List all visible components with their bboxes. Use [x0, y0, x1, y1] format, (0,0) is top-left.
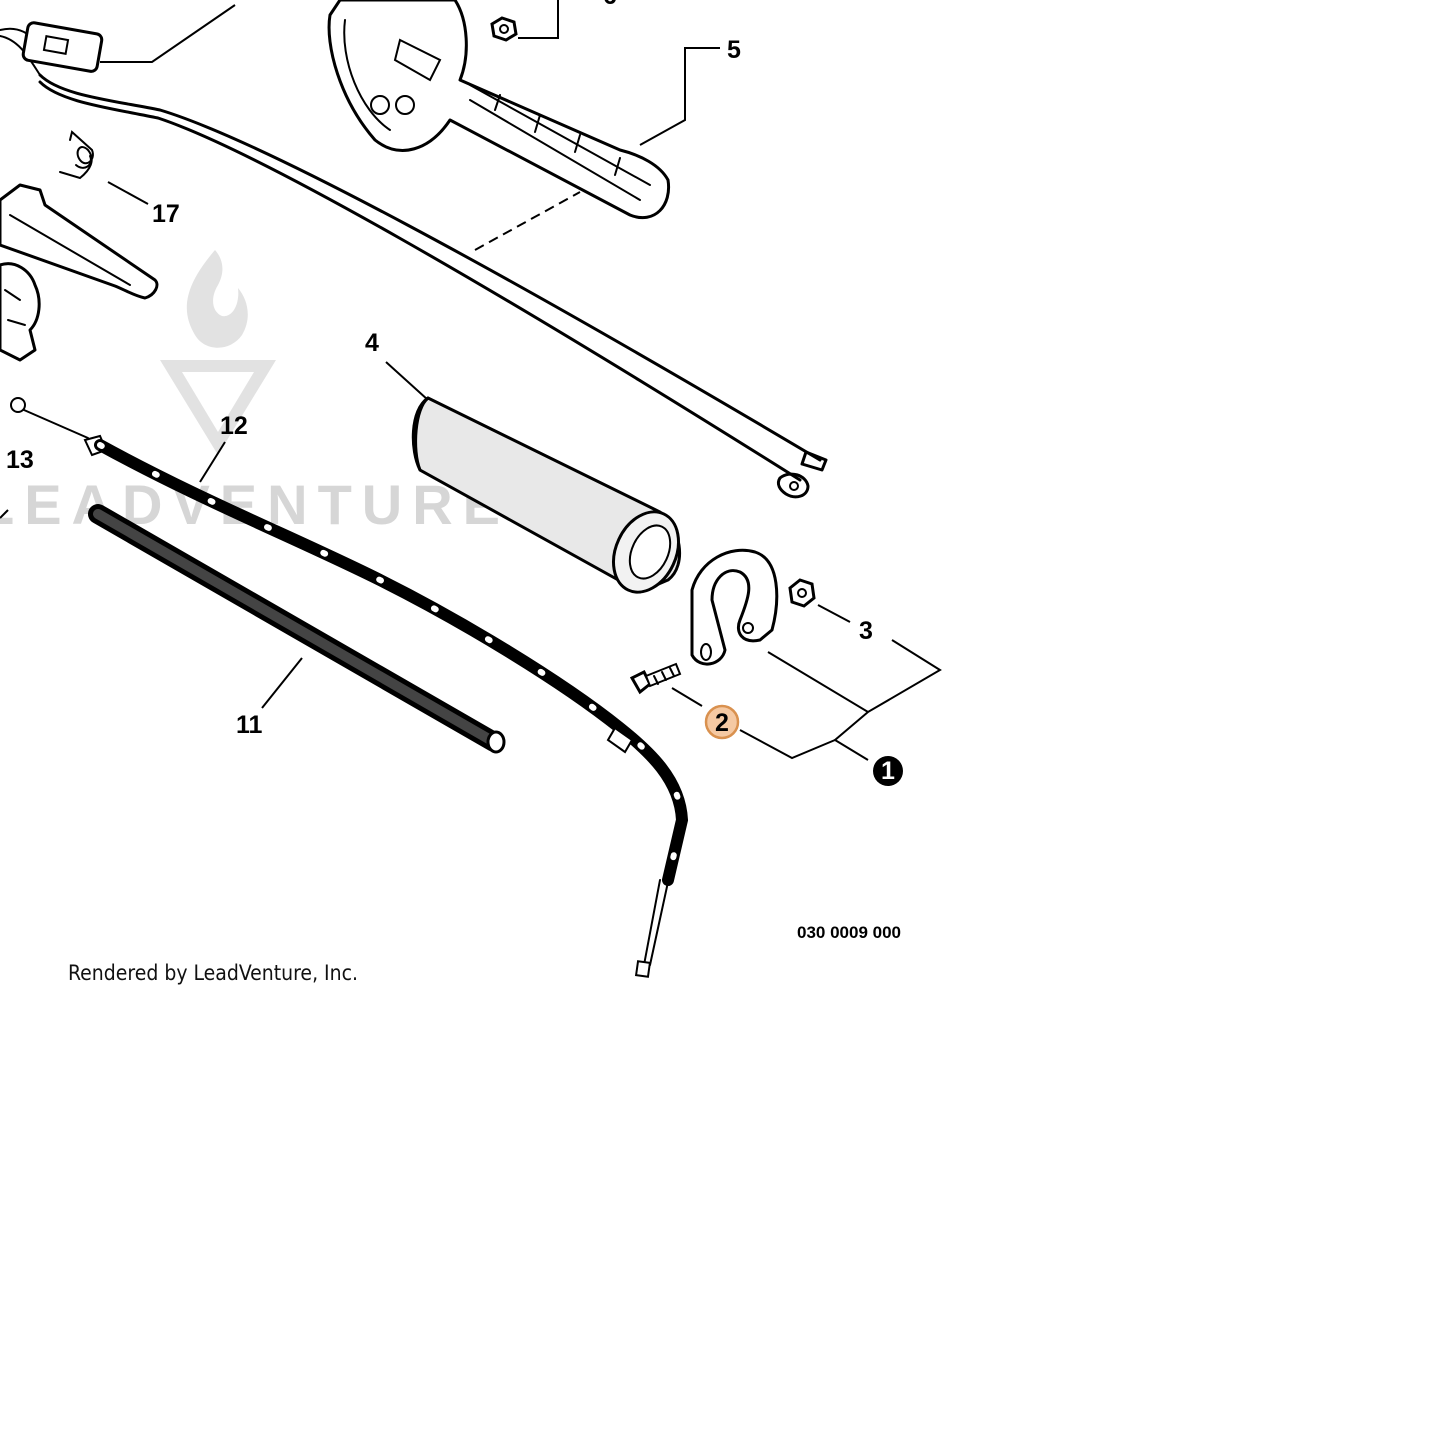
callout-3: 3 — [859, 617, 873, 645]
callout-2: 2 — [715, 709, 729, 737]
drawing-code: 030 0009 000 — [797, 923, 901, 942]
clamp-part — [690, 548, 779, 666]
callout-4: 4 — [365, 329, 379, 357]
callout-2-highlight[interactable]: 2 — [704, 704, 740, 740]
callout-6-partial: 6 — [603, 0, 617, 10]
switch-wire-part — [0, 21, 828, 499]
screw-part — [629, 662, 682, 695]
nut-part-3 — [788, 578, 816, 608]
callout-1-badge: 1 — [873, 756, 903, 786]
callouts: 6 5 17 4 12 13 3 11 2 1 — [6, 0, 903, 786]
watermark-flame-icon — [186, 250, 248, 348]
watermark-v-icon — [160, 360, 276, 455]
foam-grip-part — [411, 396, 682, 594]
leader-lines — [0, 0, 942, 761]
credit-text: Rendered by LeadVenture, Inc. — [68, 961, 358, 985]
watermark: LEADVENTURE — [0, 250, 500, 536]
callout-17: 17 — [152, 200, 180, 228]
spring-part — [59, 130, 94, 180]
nut-part-6 — [490, 16, 518, 42]
handle-housing-part — [327, 0, 671, 251]
callout-1: 1 — [881, 757, 895, 785]
cable-end-part — [10, 397, 89, 439]
throttle-cable-part — [83, 434, 689, 978]
callout-5: 5 — [727, 36, 741, 64]
callout-11: 11 — [236, 711, 263, 739]
callout-12: 12 — [220, 412, 248, 440]
tube-part — [88, 504, 506, 754]
callout-13: 13 — [6, 446, 34, 474]
trigger-lever-part — [0, 183, 159, 362]
